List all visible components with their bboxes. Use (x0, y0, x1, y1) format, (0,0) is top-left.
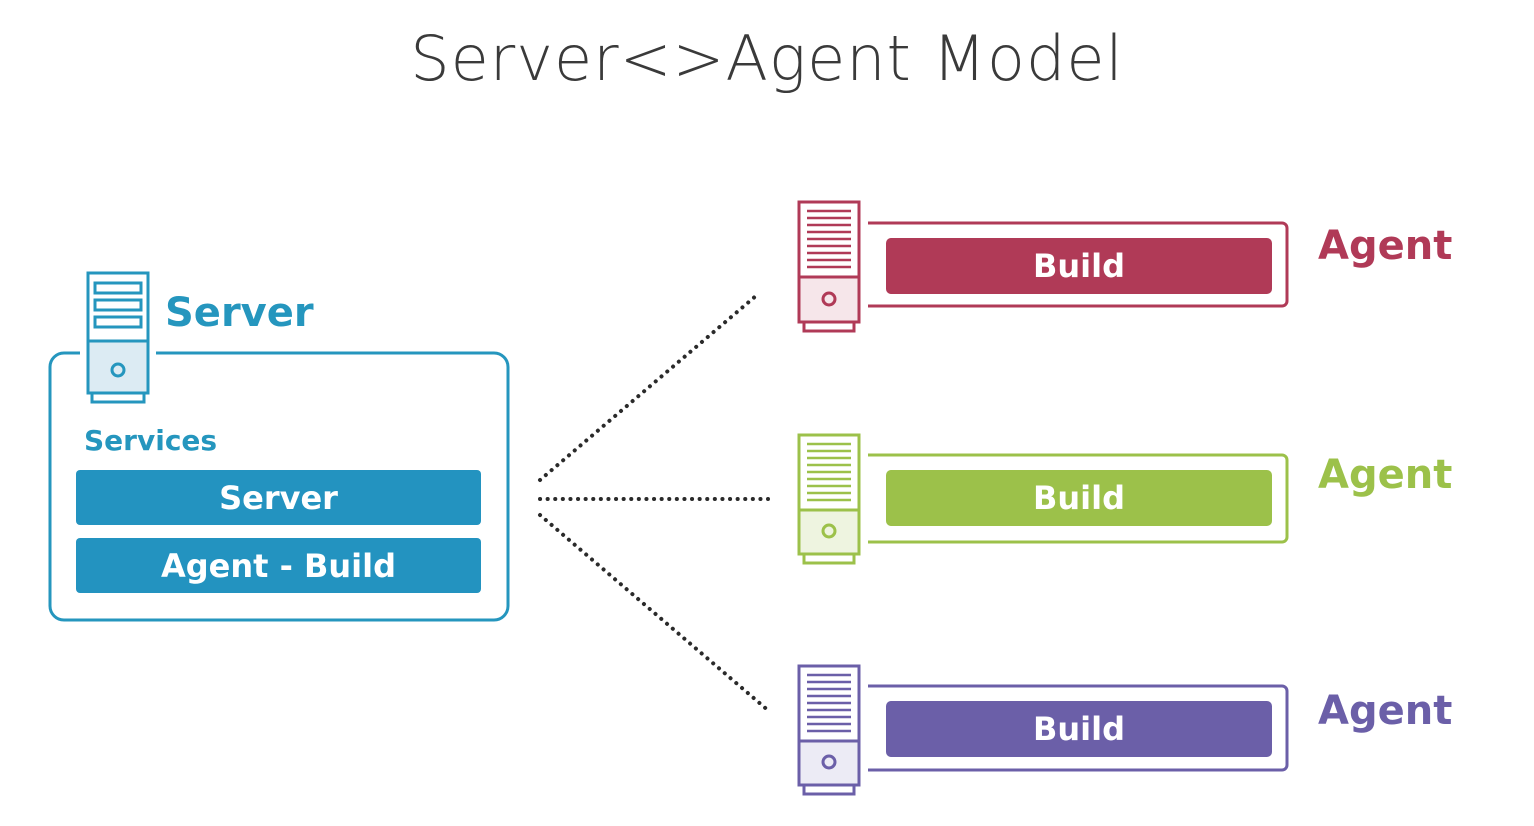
agent-3-label: Agent (1318, 688, 1453, 734)
diagram-title: Server<>Agent Model (410, 22, 1124, 95)
connection-lines (538, 293, 772, 714)
agent-3-build-bar: Build (886, 701, 1272, 757)
agent-3-server-icon (792, 659, 868, 799)
service-server-bar: Server (76, 470, 481, 525)
agent-3-group (792, 659, 1289, 799)
agent-1-build-bar: Build (886, 238, 1272, 294)
service-agent-build-bar: Agent - Build (76, 538, 481, 593)
server-label: Server (165, 290, 314, 336)
agent-1-group (792, 196, 1289, 336)
server-container (48, 351, 510, 622)
connector-top (538, 293, 759, 482)
agent-1-server-icon (792, 196, 868, 336)
agent-2-build-bar: Build (886, 470, 1272, 526)
server-tower-icon (80, 268, 156, 408)
agent-2-group (792, 428, 1289, 568)
agent-2-server-icon (792, 428, 868, 568)
connector-bottom (538, 513, 772, 714)
agent-1-label: Agent (1318, 223, 1453, 269)
services-label: Services (84, 424, 218, 457)
agent-2-label: Agent (1318, 452, 1453, 498)
